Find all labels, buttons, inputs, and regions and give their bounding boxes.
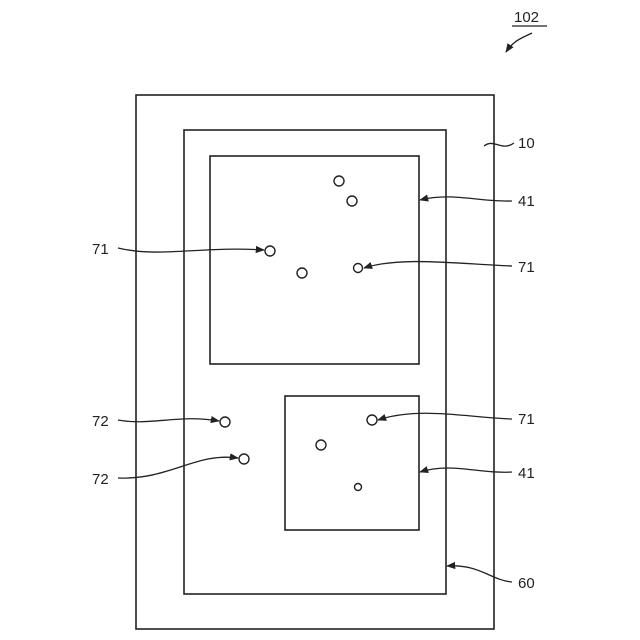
figure-ref-arrow <box>506 33 532 52</box>
region-bottom-leader <box>420 468 512 472</box>
particle <box>334 176 344 186</box>
substrate-outline <box>136 95 494 629</box>
frame-label: 60 <box>518 575 535 592</box>
region-top-leader <box>420 197 512 201</box>
particle <box>354 264 363 273</box>
particle <box>297 268 307 278</box>
region-top-label: 41 <box>518 193 535 210</box>
frame-outline <box>184 130 446 594</box>
figure-ref-label: 102 <box>514 9 539 26</box>
substrate-label: 10 <box>518 135 535 152</box>
region-bottom-label: 41 <box>518 465 535 482</box>
particle <box>367 415 377 425</box>
particle-71-right-leader <box>364 262 512 268</box>
particle-72-a-label: 72 <box>92 413 109 430</box>
region-bottom-outline <box>285 396 419 530</box>
particle-72-a-leader <box>118 419 219 422</box>
substrate-leader <box>484 143 514 146</box>
particle <box>355 484 362 491</box>
particle <box>239 454 249 464</box>
particle-71-left-leader <box>118 248 264 252</box>
particle <box>265 246 275 256</box>
particle-71-left-label: 71 <box>92 241 109 258</box>
particle-71-bottom-label: 71 <box>518 411 535 428</box>
particle-71-bottom-leader <box>378 413 512 420</box>
particle <box>347 196 357 206</box>
frame-leader <box>447 566 512 582</box>
particle <box>220 417 230 427</box>
particle <box>316 440 326 450</box>
particle-71-right-label: 71 <box>518 259 535 276</box>
particle-72-b-label: 72 <box>92 471 109 488</box>
region-top-outline <box>210 156 419 364</box>
